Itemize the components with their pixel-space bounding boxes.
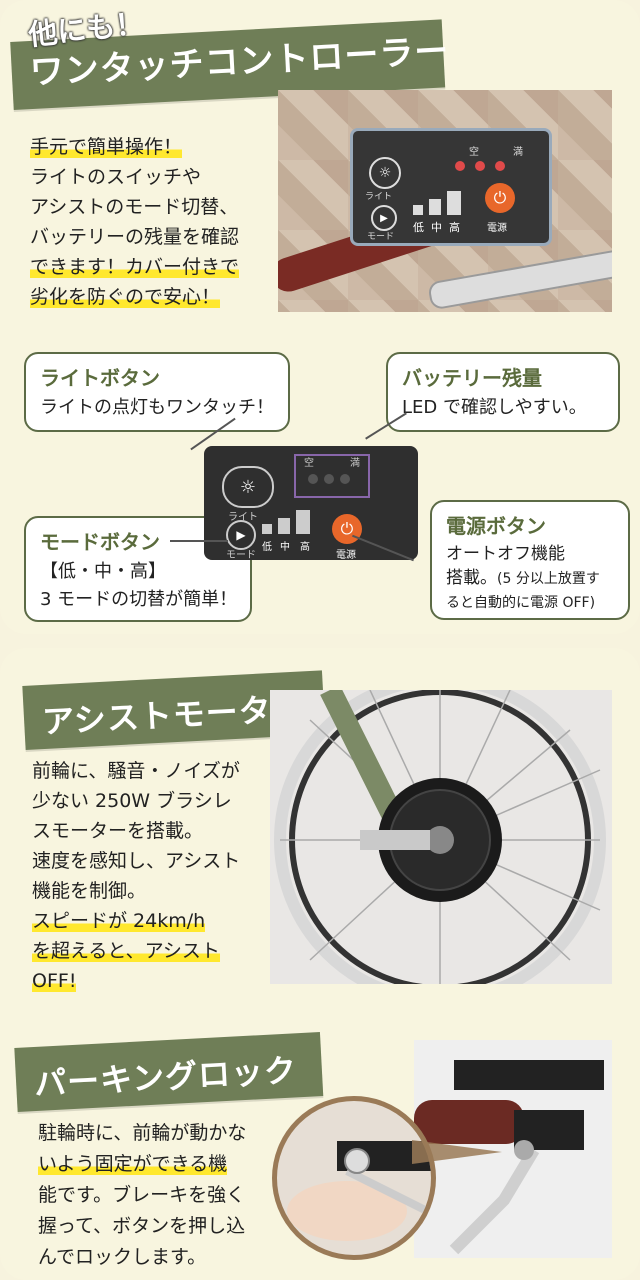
low-label: 低 <box>262 542 272 553</box>
callout-note: (5 分以上放置す <box>497 571 600 587</box>
mid-label: 中 <box>431 221 442 234</box>
description-line: 駐輪時に、前輪が動かな <box>38 1122 247 1144</box>
controller-description: 手元で簡単操作！ ライトのスイッチや アシストのモード切替、 バッテリーの残量を… <box>30 132 240 312</box>
light-button-callout: ライトボタン ライトの点灯もワンタッチ！ <box>24 352 290 432</box>
callout-description: オートオフ機能 搭載。(5 分以上放置す ると自動的に電源 OFF) <box>446 542 600 615</box>
callout-title: バッテリー残量 <box>402 366 542 390</box>
battery-led <box>308 474 318 484</box>
hand-illustration <box>287 1141 431 1241</box>
parking-lock-description: 駐輪時に、前輪が動かな いよう固定ができる機 能です。ブレーキを強く 握って、ボ… <box>38 1118 246 1273</box>
description-line: ライトのスイッチや <box>30 166 202 188</box>
high-level-indicator <box>296 510 310 534</box>
empty-label: 空 <box>304 458 314 469</box>
controller-closeup: ☼ ライト ▶ モード 空 満 低 中 高 ⏻ 電源 <box>204 446 418 561</box>
mode-button-callout: モードボタン 【低・中・高】 3 モードの切替が簡単！ <box>24 516 252 622</box>
motor-photo <box>270 690 612 984</box>
description-line: スピードが 24km/h <box>32 910 206 932</box>
power-button-callout: 電源ボタン オートオフ機能 搭載。(5 分以上放置す ると自動的に電源 OFF) <box>430 500 630 620</box>
full-label: 満 <box>513 147 523 158</box>
callout-title: モードボタン <box>40 530 160 554</box>
description-line: 能です。ブレーキを強く <box>38 1184 246 1206</box>
description-line: バッテリーの残量を確認 <box>30 226 240 248</box>
power-icon: ⏻ <box>485 183 515 213</box>
parking-lock-title: パーキングロック <box>33 1051 298 1104</box>
wheel-illustration <box>274 690 606 984</box>
mid-label: 中 <box>280 542 290 553</box>
callout-note: ると自動的に電源 OFF) <box>446 595 596 611</box>
description-line: 少ない 250W ブラシレ <box>32 790 232 812</box>
light-icon: ☼ <box>222 466 274 508</box>
brake-illustration <box>414 1060 604 1255</box>
description-line: スモーターを搭載。 <box>32 820 204 842</box>
low-level-indicator <box>413 205 423 215</box>
power-label: 電源 <box>487 223 507 234</box>
description-line: 劣化を防ぐので安心！ <box>30 286 221 308</box>
description-line: んでロックします。 <box>38 1246 207 1268</box>
description-line: 握って、ボタンを押し込 <box>38 1215 246 1237</box>
description-line: 速度を感知し、アシスト <box>32 850 241 872</box>
light-icon: ☼ <box>369 157 401 189</box>
high-label: 高 <box>449 221 460 234</box>
mode-pointer <box>170 540 228 542</box>
empty-label: 空 <box>469 147 479 158</box>
full-label: 満 <box>350 458 360 469</box>
mode-label: モード <box>367 232 395 242</box>
controller-photo: ☼ ライト ▶ モード 空 満 低 中 高 ⏻ 電源 <box>278 90 612 312</box>
callout-title: ライトボタン <box>40 366 160 390</box>
description-line: 機能を制御。 <box>32 880 147 902</box>
callout-description: 【低・中・高】 3 モードの切替が簡単！ <box>40 558 237 614</box>
low-label: 低 <box>413 221 424 234</box>
description-line: いよう固定ができる機 <box>38 1153 228 1175</box>
callout-description: ライトの点灯もワンタッチ！ <box>40 397 274 418</box>
battery-led <box>455 161 465 171</box>
callout-line: オートオフ機能 <box>446 544 565 564</box>
battery-led <box>475 161 485 171</box>
mode-label: モード <box>226 550 256 561</box>
description-line: できます！カバー付きで <box>30 256 240 278</box>
motor-description: 前輪に、騒音・ノイズが 少ない 250W ブラシレ スモーターを搭載。 速度を感… <box>32 756 240 996</box>
mid-level-indicator <box>429 199 441 215</box>
handlebar <box>427 247 612 311</box>
motor-title: アシストモーター <box>41 689 306 742</box>
callout-line: 搭載。 <box>446 568 497 588</box>
callout-title: 電源ボタン <box>446 514 546 538</box>
controller-device: ☼ ライト ▶ モード 空 満 低 中 高 ⏻ 電源 <box>350 128 552 246</box>
mid-level-indicator <box>278 518 290 534</box>
high-level-indicator <box>447 191 461 215</box>
power-icon: ⏻ <box>332 514 362 544</box>
light-label: ライト <box>228 512 258 523</box>
mode-icon: ▶ <box>226 520 256 550</box>
callout-description: LED で確認しやすい。 <box>402 397 587 418</box>
high-label: 高 <box>300 542 310 553</box>
detail-pointer <box>412 1140 502 1164</box>
low-level-indicator <box>262 524 272 534</box>
mode-icon: ▶ <box>371 205 397 231</box>
description-line: を超えると、アシスト <box>32 940 220 962</box>
battery-indicator-frame <box>294 454 370 498</box>
description-line: 手元で簡単操作！ <box>30 136 183 158</box>
light-label: ライト <box>365 192 393 202</box>
battery-led <box>495 161 505 171</box>
description-line: OFF! <box>32 970 77 992</box>
callout-line: 3 モードの切替が簡単！ <box>40 589 238 610</box>
battery-callout: バッテリー残量 LED で確認しやすい。 <box>386 352 620 432</box>
power-label: 電源 <box>336 550 356 561</box>
lock-detail-circle <box>272 1096 436 1260</box>
callout-line: 【低・中・高】 <box>40 561 166 582</box>
description-line: 前輪に、騒音・ノイズが <box>32 760 240 782</box>
battery-led <box>324 474 334 484</box>
description-line: アシストのモード切替、 <box>30 196 239 218</box>
battery-led <box>340 474 350 484</box>
